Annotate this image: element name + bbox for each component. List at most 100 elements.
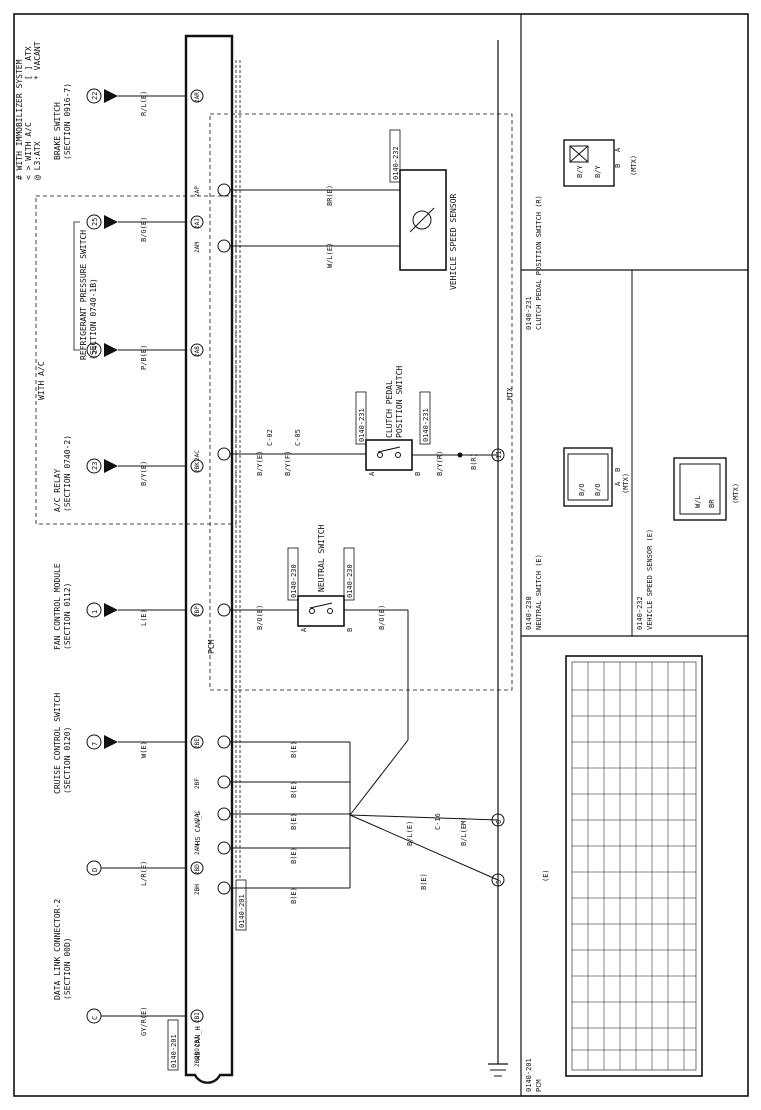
- svg-text:B/Y(E): B/Y(E): [256, 451, 264, 476]
- svg-text:VEHICLE SPEED SENSOR: VEHICLE SPEED SENSOR: [449, 193, 458, 290]
- svg-text:6: 6: [495, 820, 503, 824]
- svg-text:A: A: [300, 627, 308, 632]
- svg-text:B/Y(F): B/Y(F): [284, 451, 292, 476]
- panel-clutch-pedal-position-switch: 0140-231 CLUTCH PEDAL POSITION SWITCH (R…: [525, 139, 638, 330]
- mtx-group-box: [209, 113, 513, 691]
- svg-text:C-05: C-05: [294, 429, 302, 446]
- svg-text:B: B: [614, 164, 622, 168]
- svg-text:CLUTCH PEDAL: CLUTCH PEDAL: [385, 380, 394, 438]
- pcm-pin-label: 2AP: [194, 186, 201, 197]
- svg-text:BR(E): BR(E): [326, 185, 334, 206]
- svg-text:0140-231: 0140-231: [422, 408, 430, 442]
- pcm-pin-label: 2BE: [194, 738, 201, 749]
- svg-text:25: 25: [91, 218, 99, 226]
- svg-text:P/B(E): P/B(E): [140, 345, 148, 370]
- svg-text:0140-231: 0140-231: [358, 408, 366, 442]
- svg-text:0140-231: 0140-231: [525, 296, 533, 330]
- svg-text:(SECTION 00D): (SECTION 00D): [63, 937, 72, 1000]
- svg-text:B(E): B(E): [290, 741, 298, 758]
- svg-text:B/O(E): B/O(E): [256, 605, 264, 630]
- svg-text:POSITION SWITCH: POSITION SWITCH: [395, 366, 404, 438]
- svg-text:0140-230: 0140-230: [346, 564, 354, 598]
- svg-text:B/O(E): B/O(E): [378, 605, 386, 630]
- svg-text:B(E): B(E): [290, 887, 298, 904]
- svg-text:(SECTION 0740-2): (SECTION 0740-2): [63, 435, 72, 512]
- svg-text:C-16: C-16: [434, 813, 442, 830]
- pcm-pin-label: 2BK: [194, 462, 201, 473]
- svg-text:A: A: [614, 147, 622, 152]
- page-frame: [13, 13, 749, 1097]
- svg-text:NEUTRAL SWITCH (E): NEUTRAL SWITCH (E): [535, 554, 543, 630]
- svg-text:(E): (E): [542, 869, 550, 882]
- wire-brake: R/L(E): [140, 91, 148, 116]
- panel-vehicle-speed-sensor: 0140-232 VEHICLE SPEED SENSOR (E) W/L BR…: [636, 457, 740, 630]
- neutral-switch: A B NEUTRAL SWITCH: [297, 524, 354, 632]
- svg-text:B/O: B/O: [578, 483, 586, 496]
- svg-text:C-02: C-02: [266, 429, 274, 446]
- svg-text:REFRIGERANT PRESSURE SWITCH: REFRIGERANT PRESSURE SWITCH: [79, 230, 88, 360]
- svg-text:B/O: B/O: [594, 483, 602, 496]
- svg-text:NEUTRAL SWITCH: NEUTRAL SWITCH: [317, 524, 326, 592]
- svg-text:0140-230: 0140-230: [525, 596, 533, 630]
- svg-text:CRUISE CONTROL SWITCH: CRUISE CONTROL SWITCH: [53, 693, 62, 794]
- cruise-control-switch: CRUISE CONTROL SWITCH (SECTION 0120) 7 W…: [53, 693, 204, 794]
- svg-text:BR: BR: [708, 499, 716, 508]
- svg-text:B/Y: B/Y: [594, 165, 602, 178]
- svg-text:CLUTCH PEDAL POSITION SWITCH (: CLUTCH PEDAL POSITION SWITCH (R): [535, 195, 543, 330]
- svg-text:B(E): B(E): [290, 847, 298, 864]
- ground-symbol: [488, 1063, 508, 1077]
- pcm-pin-label: 2BJ: [194, 1036, 201, 1047]
- pcm-pin-label: 2BI: [194, 1012, 201, 1023]
- pcm-pin-label: 2AB: [194, 346, 201, 357]
- svg-text:C: C: [91, 1016, 99, 1020]
- svg-text:W/L: W/L: [694, 495, 702, 508]
- svg-text:A: A: [368, 471, 376, 476]
- svg-text:(SECTION 0120): (SECTION 0120): [63, 727, 72, 794]
- svg-text:B/Y(R): B/Y(R): [436, 451, 444, 476]
- svg-text:VEHICLE SPEED SENSOR (E): VEHICLE SPEED SENSOR (E): [646, 529, 654, 630]
- hs-can-h-label: HS CAN_H: [194, 1026, 202, 1060]
- svg-text:24: 24: [91, 346, 99, 354]
- vehicle-speed-sensor: VEHICLE SPEED SENSOR: [399, 169, 458, 290]
- clutch-pedal-position-switch: A B CLUTCH PEDAL POSITION SWITCH: [365, 366, 422, 476]
- svg-text:B(E): B(E): [420, 873, 428, 890]
- fan-control-module: FAN CONTROL MODULE (SECTION 0112) 1 L(E): [53, 563, 204, 650]
- mtx-label: MTX: [506, 387, 514, 400]
- svg-text:B/G(E): B/G(E): [140, 217, 148, 242]
- conn-0140-201-left: 0140-201: [170, 1034, 178, 1068]
- svg-text:B: B: [614, 468, 622, 472]
- svg-text:B/Y(E): B/Y(E): [140, 461, 148, 486]
- svg-text:0140-232: 0140-232: [636, 596, 644, 630]
- svg-text:B(R): B(R): [470, 453, 478, 470]
- svg-text:0140-232: 0140-232: [392, 146, 400, 180]
- legend-l3-atx: @ L3:ATX: [33, 141, 42, 180]
- pcm-module: PCM: [184, 34, 234, 1084]
- svg-text:7: 7: [91, 742, 99, 746]
- with-ac-label: WITH A/C: [37, 361, 46, 400]
- svg-text:W(E): W(E): [140, 741, 148, 758]
- pcm-pin-label: 2AJ: [194, 218, 201, 229]
- data-link-connector-2: DATA LINK CONNECTOR-2 (SECTION 00D) D L/…: [53, 811, 204, 1060]
- svg-text:(MTX): (MTX): [622, 473, 630, 494]
- brake-switch: BRAKE SWITCH (SECTION 0916-7) 22 R/L(E): [53, 83, 204, 160]
- svg-text:(SECTION 0740-1B): (SECTION 0740-1B): [89, 278, 98, 360]
- pcm-pin-label: 2BP: [194, 606, 201, 617]
- svg-text:A/C RELAY: A/C RELAY: [53, 468, 62, 512]
- panel-neutral-switch: 0140-230 NEUTRAL SWITCH (E) B/O B/O A B …: [525, 447, 630, 630]
- svg-text:11: 11: [495, 451, 503, 459]
- svg-text:B: B: [414, 472, 422, 476]
- svg-text:0140-230: 0140-230: [290, 564, 298, 598]
- svg-text:PCM: PCM: [535, 1079, 543, 1092]
- svg-text:1: 1: [91, 610, 99, 614]
- svg-text:FAN CONTROL MODULE: FAN CONTROL MODULE: [53, 563, 62, 650]
- svg-text:0140-201: 0140-201: [525, 1058, 533, 1092]
- pcm-pin-label: 2BH: [194, 884, 201, 895]
- conn-0140-201-right: 0140-201: [238, 894, 246, 928]
- svg-text:BRAKE SWITCH: BRAKE SWITCH: [53, 102, 62, 160]
- legend-with-ac: < > WITH A/C: [24, 122, 33, 180]
- pcm-pin-label: 2AR: [194, 92, 201, 103]
- pcm-label: PCM: [207, 639, 216, 654]
- svg-text:GY/R(E): GY/R(E): [140, 1006, 148, 1036]
- refrigerant-pressure-switch: REFRIGERANT PRESSURE SWITCH (SECTION 074…: [73, 214, 204, 370]
